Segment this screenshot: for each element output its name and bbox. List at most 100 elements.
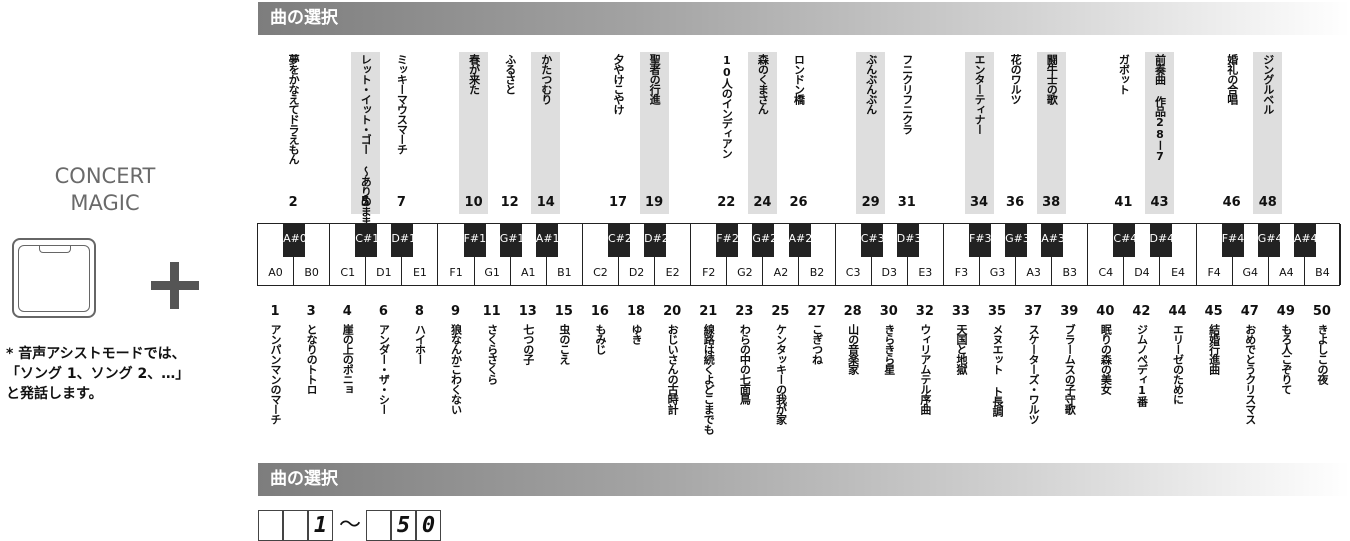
song-number: 16: [590, 304, 609, 319]
song-title: アンパンマンのマーチ: [269, 324, 283, 424]
black-key: D#1: [391, 224, 416, 257]
song-number: 45: [1204, 304, 1223, 319]
song-title: 山の音楽家: [846, 324, 860, 374]
song-column-top: レット・イット・ゴー ～ありのままで～5: [350, 52, 380, 246]
song-title: もみじ: [593, 324, 607, 354]
song-number: 17: [608, 195, 628, 210]
white-key: B3: [1052, 224, 1089, 285]
song-title: ぶんぶんぶん: [864, 54, 878, 114]
song-title: エリーゼのために: [1171, 324, 1185, 404]
song-title: もろ人こぞりて: [1279, 324, 1293, 394]
white-key-label: E2: [665, 266, 680, 279]
white-key-label: F3: [954, 266, 969, 279]
white-key-label: F4: [1207, 266, 1221, 279]
song-title: ふるさと: [503, 54, 517, 94]
white-key-label: A3: [1026, 266, 1041, 279]
song-number: 1: [270, 304, 280, 319]
white-key-label: C3: [845, 266, 861, 279]
song-number: 23: [735, 304, 754, 319]
song-title: おめでとうクリスマス: [1243, 324, 1257, 424]
song-number: 39: [1060, 304, 1079, 319]
black-key: C#2: [608, 224, 632, 257]
song-number: 12: [500, 195, 519, 210]
black-key: A#2: [788, 224, 812, 257]
song-number: 29: [861, 195, 880, 210]
song-number: 37: [1024, 304, 1043, 319]
white-key-label: A2: [773, 266, 789, 279]
black-key: D#2: [644, 224, 669, 257]
song-title: 狼なんかこわくない: [449, 324, 463, 414]
song-title: 夢をかなえてドラえもん: [287, 54, 301, 164]
song-number: 22: [717, 195, 736, 210]
song-title: 婚礼の合唱: [1225, 54, 1239, 104]
black-key: C#4: [1113, 224, 1137, 257]
song-number: 30: [879, 304, 898, 319]
white-key: B4: [1305, 224, 1341, 285]
song-number: 50: [1312, 304, 1331, 319]
song-number: 13: [518, 304, 537, 319]
white-key-label: G2: [737, 266, 753, 279]
song-title: 虫のこえ: [557, 324, 571, 364]
black-key: G#4: [1257, 224, 1283, 257]
black-key: A#4: [1293, 224, 1318, 257]
white-key-label: D3: [881, 266, 897, 279]
song-column-bottom: 44 エリーゼのために: [1164, 304, 1191, 454]
song-number: 35: [988, 304, 1007, 319]
song-title: スケーターズ・ワルツ: [1027, 324, 1041, 424]
song-number: 46: [1222, 195, 1241, 210]
song-column-bottom: 30 きらきら星: [875, 304, 902, 454]
black-key: D#4: [1149, 224, 1174, 257]
song-select-footer-header: 曲の選択: [258, 463, 1350, 496]
white-key-label: C4: [1098, 266, 1114, 279]
white-key-label: F2: [702, 266, 716, 279]
white-key: E3: [908, 224, 944, 285]
song-number: 44: [1168, 304, 1187, 319]
song-column-bottom: 45 結婚行進曲: [1200, 304, 1227, 454]
black-key: A#1: [535, 224, 560, 257]
song-number: 26: [789, 195, 808, 210]
song-number: 25: [771, 304, 790, 319]
white-key: E1: [402, 224, 439, 285]
song-number: 18: [627, 304, 646, 319]
song-column-bottom: 16 もみじ: [586, 304, 613, 454]
song-column-top: ぶんぶんぶん 29: [856, 52, 886, 214]
lcd-digit-blank: [366, 510, 391, 541]
concert-magic-title-line2: MAGIC: [70, 191, 140, 215]
white-key-label: D2: [628, 266, 645, 279]
song-title: レット・イット・ゴー ～ありのままで～: [359, 54, 373, 246]
white-key: B1: [547, 224, 583, 285]
song-title: ロンドン橋: [792, 54, 806, 104]
white-key-label: G3: [989, 266, 1006, 279]
song-title: 結婚行進曲: [1207, 324, 1221, 374]
song-number: 34: [969, 195, 989, 210]
song-title: 春が来た: [467, 54, 481, 94]
song-number: 32: [915, 304, 934, 319]
song-title: こぎつね: [810, 324, 824, 364]
song-column-bottom: 27 こぎつね: [803, 304, 830, 454]
song-title: 線路は続くよどこまでも: [702, 324, 716, 434]
song-title: かたつむり: [539, 54, 553, 104]
song-number: 27: [807, 304, 826, 319]
song-title: きらきら星: [882, 324, 896, 374]
lcd-digit-blank: [258, 510, 283, 541]
song-number: 24: [753, 195, 772, 210]
song-title: 眠りの森の美女: [1099, 324, 1113, 394]
black-key: F#3: [969, 224, 992, 257]
song-title: ジングルベル: [1261, 54, 1275, 114]
voice-assist-note-line1: * 音声アシストモードでは、: [6, 346, 186, 362]
song-title: 崖の上のポニョ: [341, 324, 355, 394]
lcd-digit-to-ones: 0: [416, 510, 441, 541]
